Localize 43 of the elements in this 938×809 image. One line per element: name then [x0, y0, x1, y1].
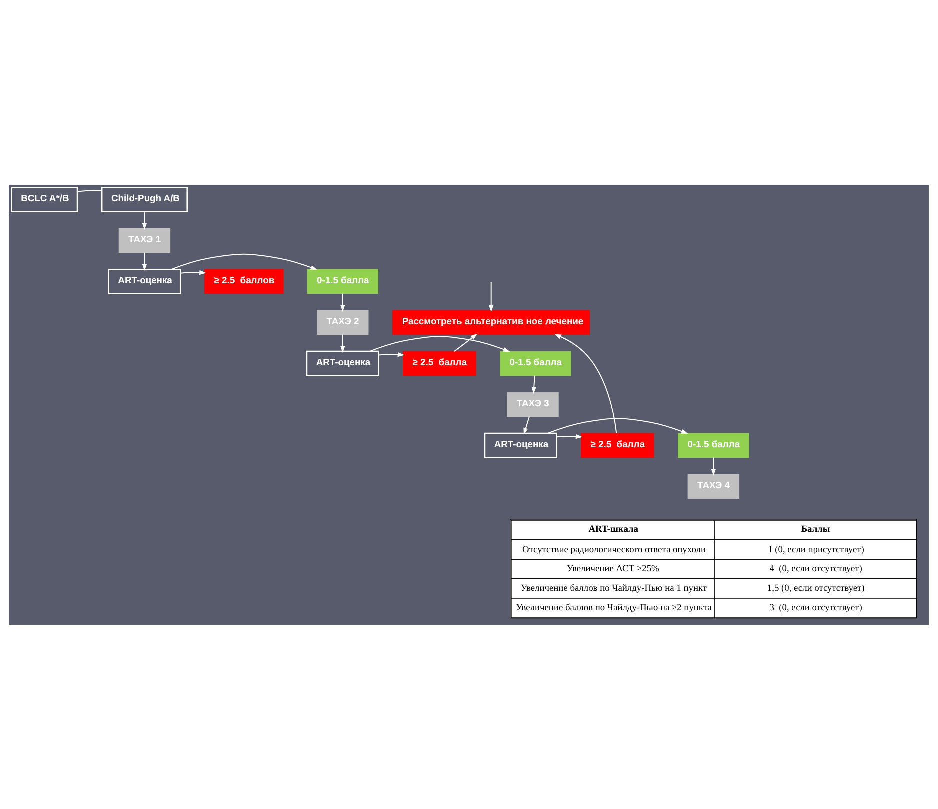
- connector: [78, 190, 102, 192]
- arrow: [142, 211, 148, 230]
- label: 1,5 (0, если отсутствует): [767, 584, 865, 594]
- label: Увеличение АСТ >25%: [566, 564, 660, 574]
- label: 4 (0, если отсутствует): [770, 564, 862, 574]
- node-box: ТАХЭ 1: [118, 228, 171, 253]
- label: 1 (0, если присутствует): [768, 544, 864, 555]
- node-box: ART-оценка: [306, 350, 380, 376]
- label: Отсутствие радиологического ответа опухоли: [522, 544, 706, 555]
- node-box: ТАХЭ 4: [688, 474, 740, 499]
- node-box: 0-1.5 балла: [500, 350, 572, 376]
- node-box: Рассмотреть альтернатив ное лечение: [392, 310, 590, 335]
- arrow: [711, 457, 716, 476]
- node-box: ≥ 2.5 балла: [581, 432, 654, 458]
- arrow: [142, 252, 148, 271]
- arrow: [454, 333, 478, 352]
- arrow: [171, 253, 318, 270]
- arrow: [532, 375, 536, 394]
- arrow: [370, 336, 510, 352]
- arrow: [340, 293, 346, 312]
- node-box: ≥ 2.5 балла: [403, 350, 476, 376]
- label: Увеличение баллов по Чайлду-Пью на 1 пункт: [520, 584, 708, 594]
- arrow: [488, 282, 494, 312]
- node-box: ТАХЭ 3: [507, 392, 559, 417]
- label: 3 (0, если отсутствует): [770, 603, 862, 614]
- node-box: Child-Pugh A/B: [101, 186, 188, 212]
- node-box: ART-оценка: [108, 268, 182, 294]
- arrow: [554, 334, 618, 433]
- node-box: ≥ 2.5 баллов: [204, 268, 284, 294]
- arrow: [180, 270, 206, 275]
- arrow: [340, 334, 346, 352]
- label: Баллы: [801, 524, 830, 535]
- arrow: [556, 434, 583, 439]
- node-box: ТАХЭ 2: [317, 310, 369, 335]
- arrow: [548, 418, 688, 434]
- label: ART-шкала: [588, 524, 638, 535]
- node-box: 0-1.5 балла: [678, 432, 750, 458]
- arrow: [378, 352, 405, 357]
- node-box: BCLC A*/B: [11, 186, 78, 212]
- node-box: 0-1.5 балла: [307, 268, 378, 294]
- label: Увеличение баллов по Чайлду-Пью на ≥2 пункта: [516, 603, 712, 614]
- node-box: ART-оценка: [484, 432, 558, 458]
- arrow: [524, 416, 530, 434]
